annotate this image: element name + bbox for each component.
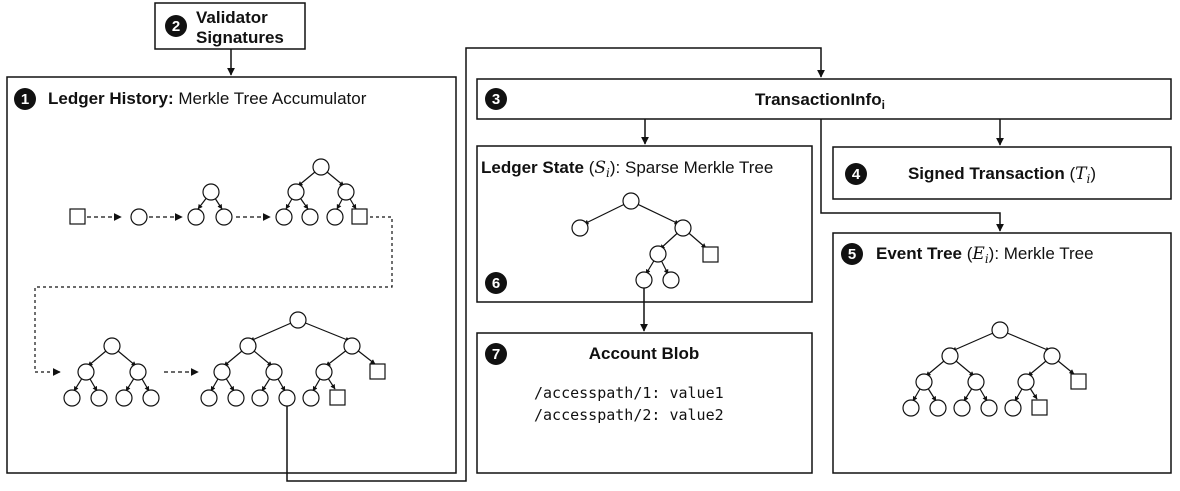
ledger-history-title: Ledger History: Merkle Tree Accumulator: [48, 89, 367, 108]
step-5-number: 5: [848, 246, 856, 263]
tree-node: [287, 183, 305, 201]
transaction-info-title: TransactionInfoi: [755, 90, 885, 112]
step-4-number: 4: [852, 166, 861, 183]
tree-node: [991, 321, 1009, 339]
account-blob-line: /accesspath/2: value2: [534, 406, 724, 424]
tree-node: [1043, 347, 1061, 365]
accumulator-wrap-arrow: [34, 216, 393, 376]
sparse-merkle-tree: [571, 192, 719, 289]
tree-node: [337, 183, 355, 201]
tree-node: [142, 389, 160, 407]
tree-node: [312, 158, 330, 176]
tree-node: [275, 208, 293, 226]
account-blob-title: Account Blob: [589, 344, 700, 363]
event-tree-box: 5 Event Tree (Ei): Merkle Tree: [832, 232, 1172, 474]
leaf-square: [69, 208, 86, 225]
tree-node: [622, 192, 640, 210]
step-6-number: 6: [492, 275, 500, 292]
tree-node: [202, 183, 220, 201]
step-4-badge: [845, 163, 867, 185]
account-blob-line: /accesspath/1: value1: [534, 384, 724, 402]
tree-node: [649, 245, 667, 263]
tree-node: [343, 337, 361, 355]
step-5-badge: [841, 243, 863, 265]
account-blob-box: 7 Account Blob /accesspath/1: value1 /ac…: [476, 332, 813, 474]
step-6-badge: [485, 272, 507, 294]
ledger-state-box: Ledger State (Si): Sparse Merkle Tree 6: [476, 145, 813, 303]
accumulator-sequence-2: [63, 311, 386, 407]
tree-node: [662, 271, 680, 289]
tree-node: [571, 219, 589, 237]
step-1-number: 1: [21, 91, 29, 108]
leaf-square: [351, 208, 368, 225]
tree-node: [635, 271, 653, 289]
tree-node: [227, 389, 245, 407]
tree-node: [953, 399, 971, 417]
tree-node: [251, 389, 269, 407]
leaf-to-transactioninfo-arrow: [286, 47, 825, 482]
tree-node: [239, 337, 257, 355]
tree-node: [915, 373, 933, 391]
tree-node: [980, 399, 998, 417]
tree-node: [103, 337, 121, 355]
step-3-number: 3: [492, 91, 500, 108]
validator-signatures-box: 2 Validator Signatures: [154, 2, 306, 50]
tree-node: [200, 389, 218, 407]
accumulator-sequence: [69, 158, 368, 226]
step-3-badge: [485, 88, 507, 110]
leaf-square: [329, 389, 346, 406]
tree-node: [929, 399, 947, 417]
signed-transaction-title: Signed Transaction (Ti): [908, 164, 1096, 186]
leaf-square: [1031, 399, 1048, 416]
event-merkle-tree: [902, 321, 1087, 417]
step-1-badge: [14, 88, 36, 110]
tree-node: [289, 311, 307, 329]
tree-node: [967, 373, 985, 391]
tree-node: [278, 389, 296, 407]
tree-node: [265, 363, 283, 381]
tree-node: [130, 208, 148, 226]
tree-node: [63, 389, 81, 407]
tree-node: [1004, 399, 1022, 417]
event-tree-title: Event Tree (Ei): Merkle Tree: [876, 244, 1094, 266]
ledger-state-title: Ledger State (Si): Sparse Merkle Tree: [481, 158, 773, 180]
tree-node: [326, 208, 344, 226]
txinfo-to-event-arrow: [820, 119, 1004, 232]
transaction-info-box: 3 TransactionInfoi: [476, 78, 1172, 120]
leaf-square: [702, 246, 719, 263]
tree-node: [941, 347, 959, 365]
tree-node: [215, 208, 233, 226]
ledger-history-box: 1 Ledger History: Merkle Tree Accumulato…: [6, 76, 457, 474]
tree-node: [115, 389, 133, 407]
leaf-square: [369, 363, 386, 380]
tree-node: [902, 399, 920, 417]
tree-node: [1017, 373, 1035, 391]
step-7-number: 7: [492, 346, 500, 363]
tree-node: [77, 363, 95, 381]
tree-node: [674, 219, 692, 237]
step-2-badge: [165, 15, 187, 37]
step-7-badge: [485, 343, 507, 365]
tree-node: [302, 389, 320, 407]
leaf-square: [1070, 373, 1087, 390]
tree-node: [90, 389, 108, 407]
tree-node: [301, 208, 319, 226]
step-2-number: 2: [172, 18, 180, 35]
tree-node: [315, 363, 333, 381]
tree-node: [129, 363, 147, 381]
validator-line1: Validator: [196, 8, 268, 27]
validator-line2: Signatures: [196, 28, 284, 47]
tree-node: [187, 208, 205, 226]
tree-node: [213, 363, 231, 381]
signed-transaction-box: 4 Signed Transaction (Ti): [832, 146, 1172, 200]
